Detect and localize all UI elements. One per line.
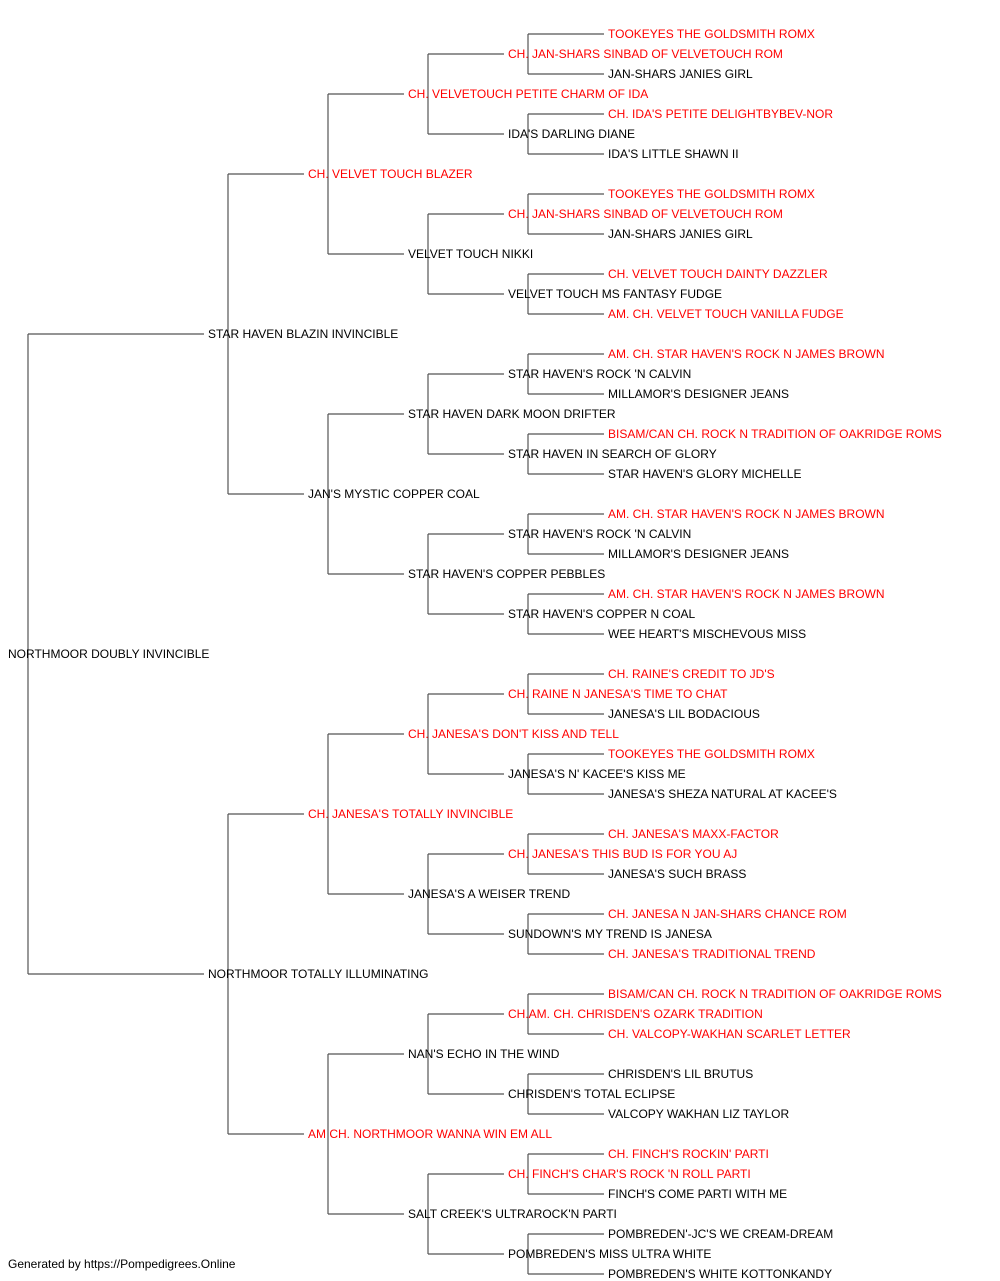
ancestor-name-gen5: CH. VELVET TOUCH DAINTY DAZZLER <box>608 267 828 281</box>
ancestor-name-gen5: CH. JANESA'S MAXX-FACTOR <box>608 827 779 841</box>
ancestor-name-gen3: STAR HAVEN DARK MOON DRIFTER <box>408 407 616 421</box>
ancestor-name-gen5: BISAM/CAN CH. ROCK N TRADITION OF OAKRID… <box>608 427 942 441</box>
ancestor-name-gen4: CH. FINCH'S CHAR'S ROCK 'N ROLL PARTI <box>508 1167 751 1181</box>
ancestor-name-gen5: CH. RAINE'S CREDIT TO JD'S <box>608 667 775 681</box>
ancestor-name-gen5: CH. JANESA N JAN-SHARS CHANCE ROM <box>608 907 847 921</box>
ancestor-name-gen5: JAN-SHARS JANIES GIRL <box>608 227 753 241</box>
ancestor-name-gen5: CH. IDA'S PETITE DELIGHTBYBEV-NOR <box>608 107 833 121</box>
ancestor-name-gen5: BISAM/CAN CH. ROCK N TRADITION OF OAKRID… <box>608 987 942 1001</box>
ancestor-name-gen1: STAR HAVEN BLAZIN INVINCIBLE <box>208 327 399 341</box>
ancestor-name-gen4: JANESA'S N' KACEE'S KISS ME <box>508 767 686 781</box>
ancestor-name-gen5: JANESA'S SHEZA NATURAL AT KACEE'S <box>608 787 837 801</box>
ancestor-name-gen5: AM. CH. VELVET TOUCH VANILLA FUDGE <box>608 307 844 321</box>
ancestor-name-gen4: CH.AM. CH. CHRISDEN'S OZARK TRADITION <box>508 1007 763 1021</box>
ancestor-name-gen4: STAR HAVEN'S ROCK 'N CALVIN <box>508 527 692 541</box>
ancestor-name-gen3: VELVET TOUCH NIKKI <box>408 247 534 261</box>
ancestor-name-gen5: JAN-SHARS JANIES GIRL <box>608 67 753 81</box>
ancestor-name-gen4: IDA'S DARLING DIANE <box>508 127 635 141</box>
ancestor-name-gen5: TOOKEYES THE GOLDSMITH ROMX <box>608 27 815 41</box>
ancestor-name-gen4: VELVET TOUCH MS FANTASY FUDGE <box>508 287 723 301</box>
ancestor-name-gen4: POMBREDEN'S MISS ULTRA WHITE <box>508 1247 712 1261</box>
ancestor-name-gen4: STAR HAVEN IN SEARCH OF GLORY <box>508 447 717 461</box>
ancestor-name-gen4: CHRISDEN'S TOTAL ECLIPSE <box>508 1087 676 1101</box>
ancestor-name-gen5: JANESA'S SUCH BRASS <box>608 867 747 881</box>
ancestor-name-gen5: AM. CH. STAR HAVEN'S ROCK N JAMES BROWN <box>608 507 885 521</box>
ancestor-name-gen2: AM CH. NORTHMOOR WANNA WIN EM ALL <box>308 1127 553 1141</box>
ancestor-name-gen5: FINCH'S COME PARTI WITH ME <box>608 1187 788 1201</box>
ancestor-name-gen5: IDA'S LITTLE SHAWN II <box>608 147 739 161</box>
generated-by-footer: Generated by https://Pompedigrees.Online <box>8 1257 236 1271</box>
ancestor-name-gen5: POMBREDEN'S WHITE KOTTONKANDY <box>608 1267 833 1281</box>
ancestor-name-gen5: MILLAMOR'S DESIGNER JEANS <box>608 387 789 401</box>
ancestor-name-gen5: TOOKEYES THE GOLDSMITH ROMX <box>608 187 815 201</box>
ancestor-name-gen3: STAR HAVEN'S COPPER PEBBLES <box>408 567 606 581</box>
ancestor-name-gen5: CH. VALCOPY-WAKHAN SCARLET LETTER <box>608 1027 851 1041</box>
ancestor-name-gen5: VALCOPY WAKHAN LIZ TAYLOR <box>608 1107 790 1121</box>
ancestor-name-gen5: WEE HEART'S MISCHEVOUS MISS <box>608 627 807 641</box>
ancestor-name-gen5: STAR HAVEN'S GLORY MICHELLE <box>608 467 802 481</box>
ancestor-name-gen4: CH. JAN-SHARS SINBAD OF VELVETOUCH ROM <box>508 47 783 61</box>
ancestor-name-gen5: POMBREDEN'-JC'S WE CREAM-DREAM <box>608 1227 834 1241</box>
ancestor-name-gen2: CH. JANESA'S TOTALLY INVINCIBLE <box>308 807 514 821</box>
ancestor-name-gen4: CH. JANESA'S THIS BUD IS FOR YOU AJ <box>508 847 738 861</box>
ancestor-name-gen5: AM. CH. STAR HAVEN'S ROCK N JAMES BROWN <box>608 587 885 601</box>
ancestor-name-gen3: CH. VELVETOUCH PETITE CHARM OF IDA <box>408 87 649 101</box>
ancestor-name-gen4: STAR HAVEN'S ROCK 'N CALVIN <box>508 367 692 381</box>
ancestor-name-gen5: CH. FINCH'S ROCKIN' PARTI <box>608 1147 769 1161</box>
ancestor-name-gen5: CHRISDEN'S LIL BRUTUS <box>608 1067 754 1081</box>
ancestor-name-gen5: TOOKEYES THE GOLDSMITH ROMX <box>608 747 815 761</box>
ancestor-name-gen4: SUNDOWN'S MY TREND IS JANESA <box>508 927 712 941</box>
ancestor-name-gen5: MILLAMOR'S DESIGNER JEANS <box>608 547 789 561</box>
ancestor-name-gen3: NAN'S ECHO IN THE WIND <box>408 1047 560 1061</box>
subject-dog-name: NORTHMOOR DOUBLY INVINCIBLE <box>8 647 210 661</box>
ancestor-name-gen3: JANESA'S A WEISER TREND <box>408 887 571 901</box>
ancestor-name-gen3: SALT CREEK'S ULTRAROCK'N PARTI <box>408 1207 617 1221</box>
ancestor-name-gen4: CH. JAN-SHARS SINBAD OF VELVETOUCH ROM <box>508 207 783 221</box>
ancestor-name-gen5: AM. CH. STAR HAVEN'S ROCK N JAMES BROWN <box>608 347 885 361</box>
ancestor-name-gen5: JANESA'S LIL BODACIOUS <box>608 707 760 721</box>
ancestor-name-gen2: CH. VELVET TOUCH BLAZER <box>308 167 473 181</box>
ancestor-name-gen3: CH. JANESA'S DON'T KISS AND TELL <box>408 727 619 741</box>
ancestor-name-gen1: NORTHMOOR TOTALLY ILLUMINATING <box>208 967 429 981</box>
ancestor-name-gen4: STAR HAVEN'S COPPER N COAL <box>508 607 696 621</box>
ancestor-name-gen2: JAN'S MYSTIC COPPER COAL <box>308 487 480 501</box>
ancestor-name-gen5: CH. JANESA'S TRADITIONAL TREND <box>608 947 816 961</box>
ancestor-name-gen4: CH. RAINE N JANESA'S TIME TO CHAT <box>508 687 728 701</box>
